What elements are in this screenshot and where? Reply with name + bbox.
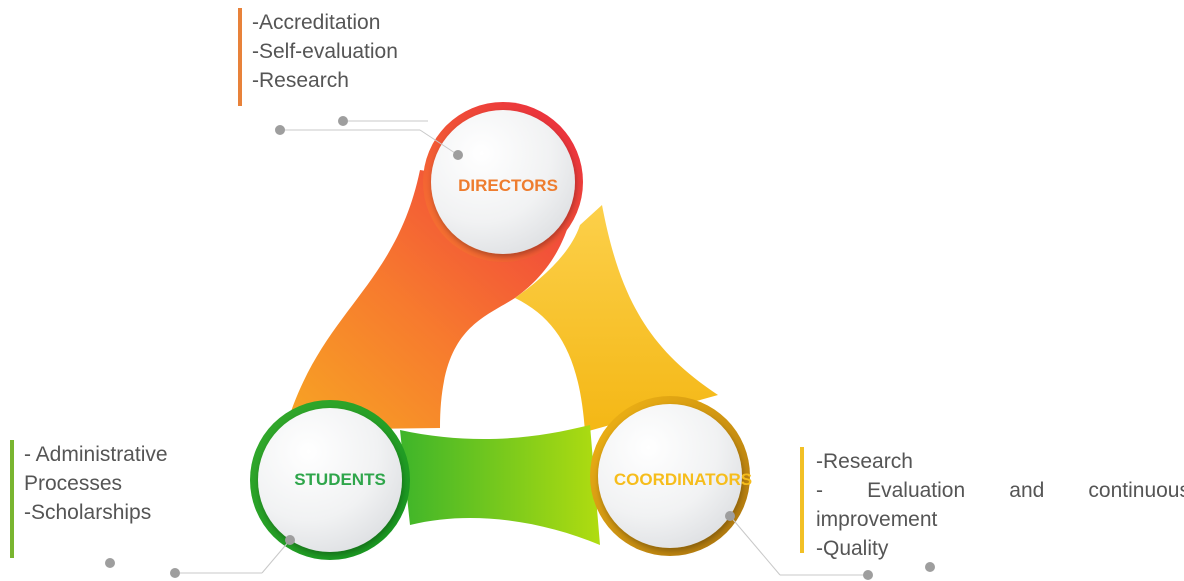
directors-note-line: -Self-evaluation	[252, 40, 398, 63]
note-word: Evaluation	[867, 479, 966, 502]
connector-dot	[170, 568, 180, 578]
note-word: -	[816, 479, 823, 502]
directors-note-line: -Research	[252, 69, 349, 92]
coordinators-note-line: -Quality	[816, 537, 889, 560]
students-disc[interactable]	[258, 408, 402, 552]
connector-dot	[275, 125, 285, 135]
connector-dot	[105, 558, 115, 568]
connector-dot	[453, 150, 463, 160]
students-label: STUDENTS	[294, 470, 386, 489]
coordinators-note-line: -Research	[816, 450, 913, 473]
students-coordinators-ribbon	[400, 425, 600, 545]
note-word: continuous	[1088, 479, 1184, 502]
directors-coordinators-ribbon	[515, 205, 718, 432]
note-word: and	[1009, 479, 1045, 502]
coordinators-notes: -Research - Evaluation and continuous im…	[800, 447, 1184, 560]
students-connector	[175, 539, 291, 574]
connector-dot	[338, 116, 348, 126]
connector-dot	[925, 562, 935, 572]
directors-accent-bar	[238, 8, 242, 106]
students-note-line: -Scholarships	[24, 501, 152, 524]
connector-dot	[863, 570, 873, 580]
directors-disc[interactable]	[431, 110, 575, 254]
students-notes: - Administrative Processes -Scholarships	[10, 440, 168, 558]
coordinators-label: COORDINATORS	[613, 470, 753, 489]
coordinators-note-line: improvement	[816, 508, 938, 531]
students-note-line: Processes	[24, 472, 123, 495]
directors-note-line: -Accreditation	[252, 11, 381, 34]
coordinators-accent-bar	[800, 447, 804, 553]
students-accent-bar	[10, 440, 14, 558]
coordinators-note-line-justified: - Evaluation and continuous	[816, 476, 1184, 505]
connector-dot	[725, 511, 735, 521]
directors-connector	[280, 120, 459, 156]
students-note-line: - Administrative	[24, 443, 168, 466]
directors-label: DIRECTORS	[458, 176, 558, 195]
directors-notes: -Accreditation -Self-evaluation -Researc…	[238, 8, 398, 106]
coordinators-connector	[729, 515, 868, 576]
coordinators-disc[interactable]	[598, 404, 742, 548]
connector-dot	[285, 535, 295, 545]
